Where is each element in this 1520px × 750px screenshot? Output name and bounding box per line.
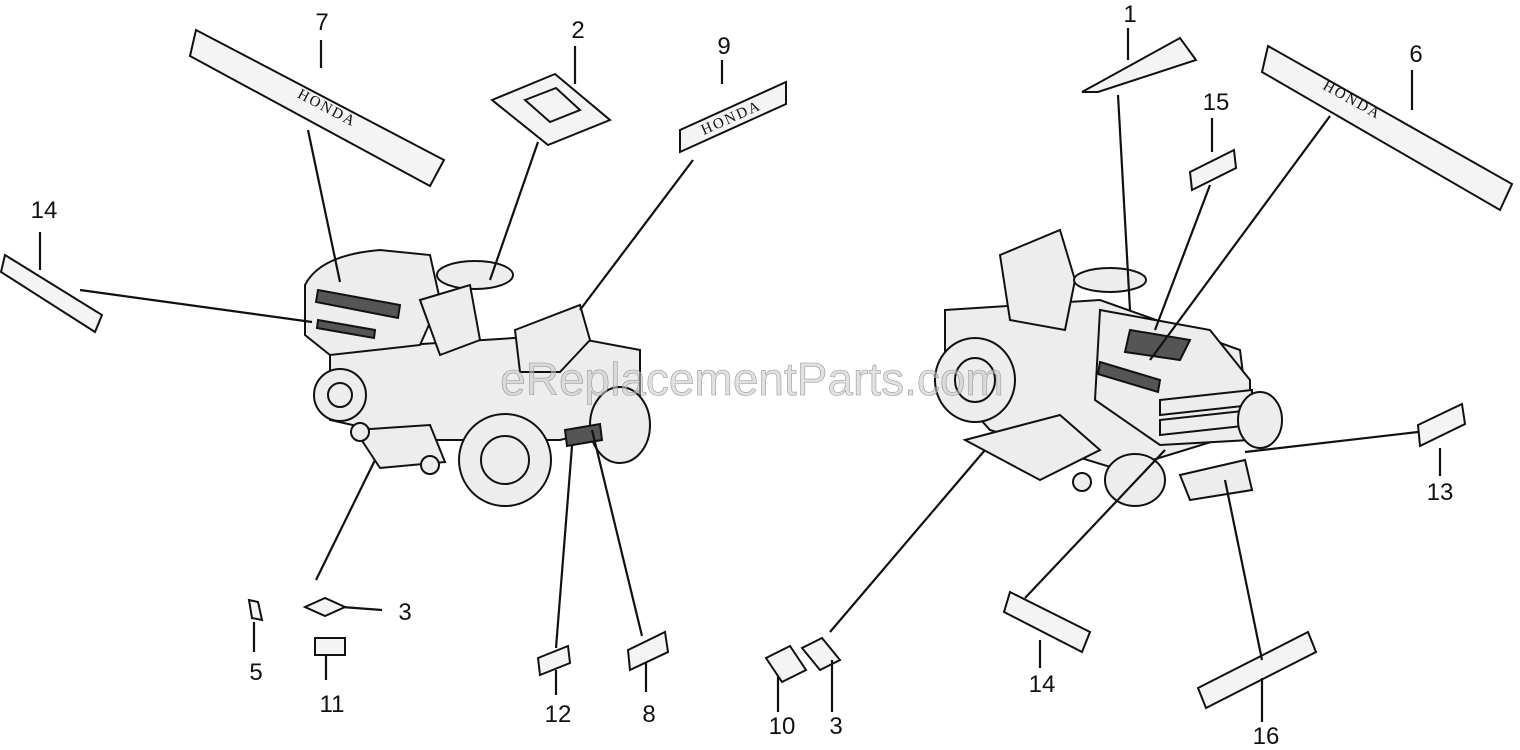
callout-3-left: 3	[398, 599, 411, 626]
callout-13: 13	[1427, 479, 1454, 506]
callout-14-right: 14	[1029, 671, 1056, 698]
decal-12	[536, 644, 572, 677]
decal-13	[1416, 402, 1467, 448]
decal-15	[1188, 148, 1238, 192]
callout-3-right: 3	[829, 713, 842, 740]
callout-14-left: 14	[31, 197, 58, 224]
callout-9: 9	[717, 33, 730, 60]
watermark-text: eReplacementParts.com	[500, 353, 1004, 405]
callout-10: 10	[769, 713, 796, 740]
callout-11: 11	[320, 691, 345, 718]
decal-11	[314, 637, 346, 656]
decal-8	[626, 630, 670, 672]
callout-numbers: 7 2 9 14 3 5 11 12 8 1 15 6 13 10 3 14 1…	[31, 1, 1454, 750]
callout-16: 16	[1253, 723, 1280, 750]
decal-6	[1260, 44, 1514, 212]
callout-8: 8	[642, 701, 655, 728]
decal-10	[764, 644, 808, 684]
callout-5: 5	[249, 659, 262, 686]
decal-3-left	[302, 596, 348, 618]
decal-3-right	[800, 636, 842, 672]
decal-7	[188, 28, 446, 188]
decal-5	[247, 598, 264, 622]
decal-1	[1081, 36, 1198, 93]
callout-12: 12	[545, 701, 572, 728]
callout-15: 15	[1203, 89, 1230, 116]
callout-2: 2	[571, 17, 584, 44]
callout-1: 1	[1123, 1, 1136, 28]
callout-7: 7	[315, 9, 328, 36]
decal-9	[679, 80, 787, 154]
callout-6: 6	[1409, 41, 1422, 68]
leader-lines	[38, 28, 1442, 722]
decal-14-right	[1002, 590, 1092, 654]
decal-16	[1196, 630, 1318, 710]
decal-14-left	[0, 253, 104, 334]
